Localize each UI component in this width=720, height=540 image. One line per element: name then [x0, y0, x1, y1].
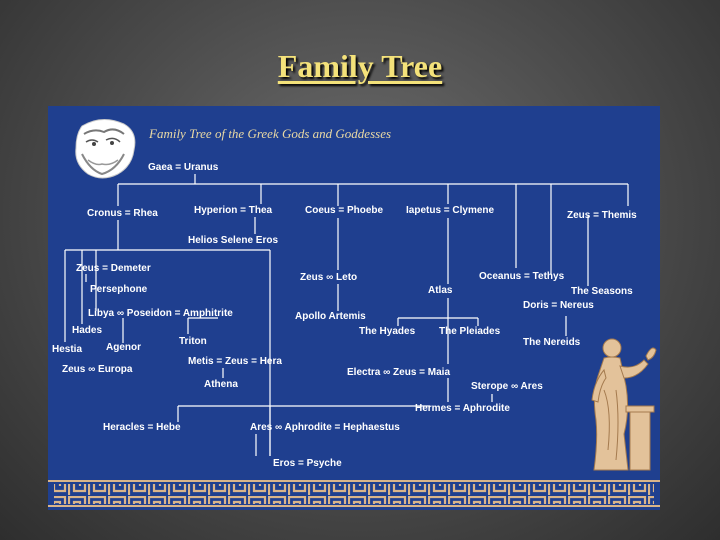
goddess-statue-icon: [591, 338, 657, 471]
node-the-seasons: The Seasons: [571, 286, 633, 297]
node-the-nereids: The Nereids: [523, 337, 581, 348]
node-helios-selene-eros: Helios Selene Eros: [188, 235, 279, 246]
node-eros-psyche: Eros = Psyche: [273, 458, 342, 469]
greek-key-border: [48, 480, 660, 507]
node-persephone: Persephone: [90, 284, 148, 295]
node-electra-zeus-maia: Electra ∞ Zeus = Maia: [347, 367, 451, 378]
node-coeus-phoebe: Coeus = Phoebe: [305, 205, 384, 216]
node-hades: Hades: [72, 325, 103, 336]
node-doris-nereus: Doris = Nereus: [523, 300, 594, 311]
node-the-hyades: The Hyades: [359, 326, 416, 337]
node-zeus-demeter: Zeus = Demeter: [76, 263, 151, 274]
node-zeus-themis: Zeus = Themis: [567, 210, 637, 221]
node-athena: Athena: [204, 379, 238, 390]
node-libya-poseidon: Libya ∞ Poseidon = Amphitrite: [88, 308, 233, 319]
node-iapetus-clymene: Iapetus = Clymene: [406, 205, 495, 216]
node-ares-aphrodite-hephaestus: Ares ∞ Aphrodite = Hephaestus: [250, 422, 400, 433]
tree-connector-lines: [64, 174, 629, 456]
node-zeus-europa: Zeus ∞ Europa: [62, 364, 133, 375]
node-oceanus-tethys: Oceanus = Tethys: [479, 271, 565, 282]
slide-title: Family Tree: [277, 48, 443, 84]
node-atlas: Atlas: [428, 285, 453, 296]
node-the-pleiades: The Pleiades: [439, 326, 501, 337]
node-triton: Triton: [179, 336, 207, 347]
bearded-head-icon: [75, 119, 136, 179]
node-agenor: Agenor: [106, 342, 141, 353]
node-zeus-leto: Zeus ∞ Leto: [300, 272, 358, 283]
node-hermes-aphrodite: Hermes = Aphrodite: [415, 403, 510, 414]
node-cronus-rhea: Cronus = Rhea: [87, 208, 158, 219]
node-hestia: Hestia: [52, 344, 83, 355]
node-metis-zeus-hera: Metis = Zeus = Hera: [188, 356, 282, 367]
family-tree-panel: Family Tree of the Greek Gods and Goddes…: [48, 106, 660, 510]
tree-title: Family Tree of the Greek Gods and Goddes…: [149, 126, 392, 141]
node-apollo-artemis: Apollo Artemis: [295, 311, 366, 322]
node-heracles-hebe: Heracles = Hebe: [103, 422, 181, 433]
node-hyperion-thea: Hyperion = Thea: [194, 205, 273, 216]
node-gaea-uranus: Gaea = Uranus: [148, 162, 219, 173]
node-sterope-ares: Sterope ∞ Ares: [471, 381, 543, 392]
